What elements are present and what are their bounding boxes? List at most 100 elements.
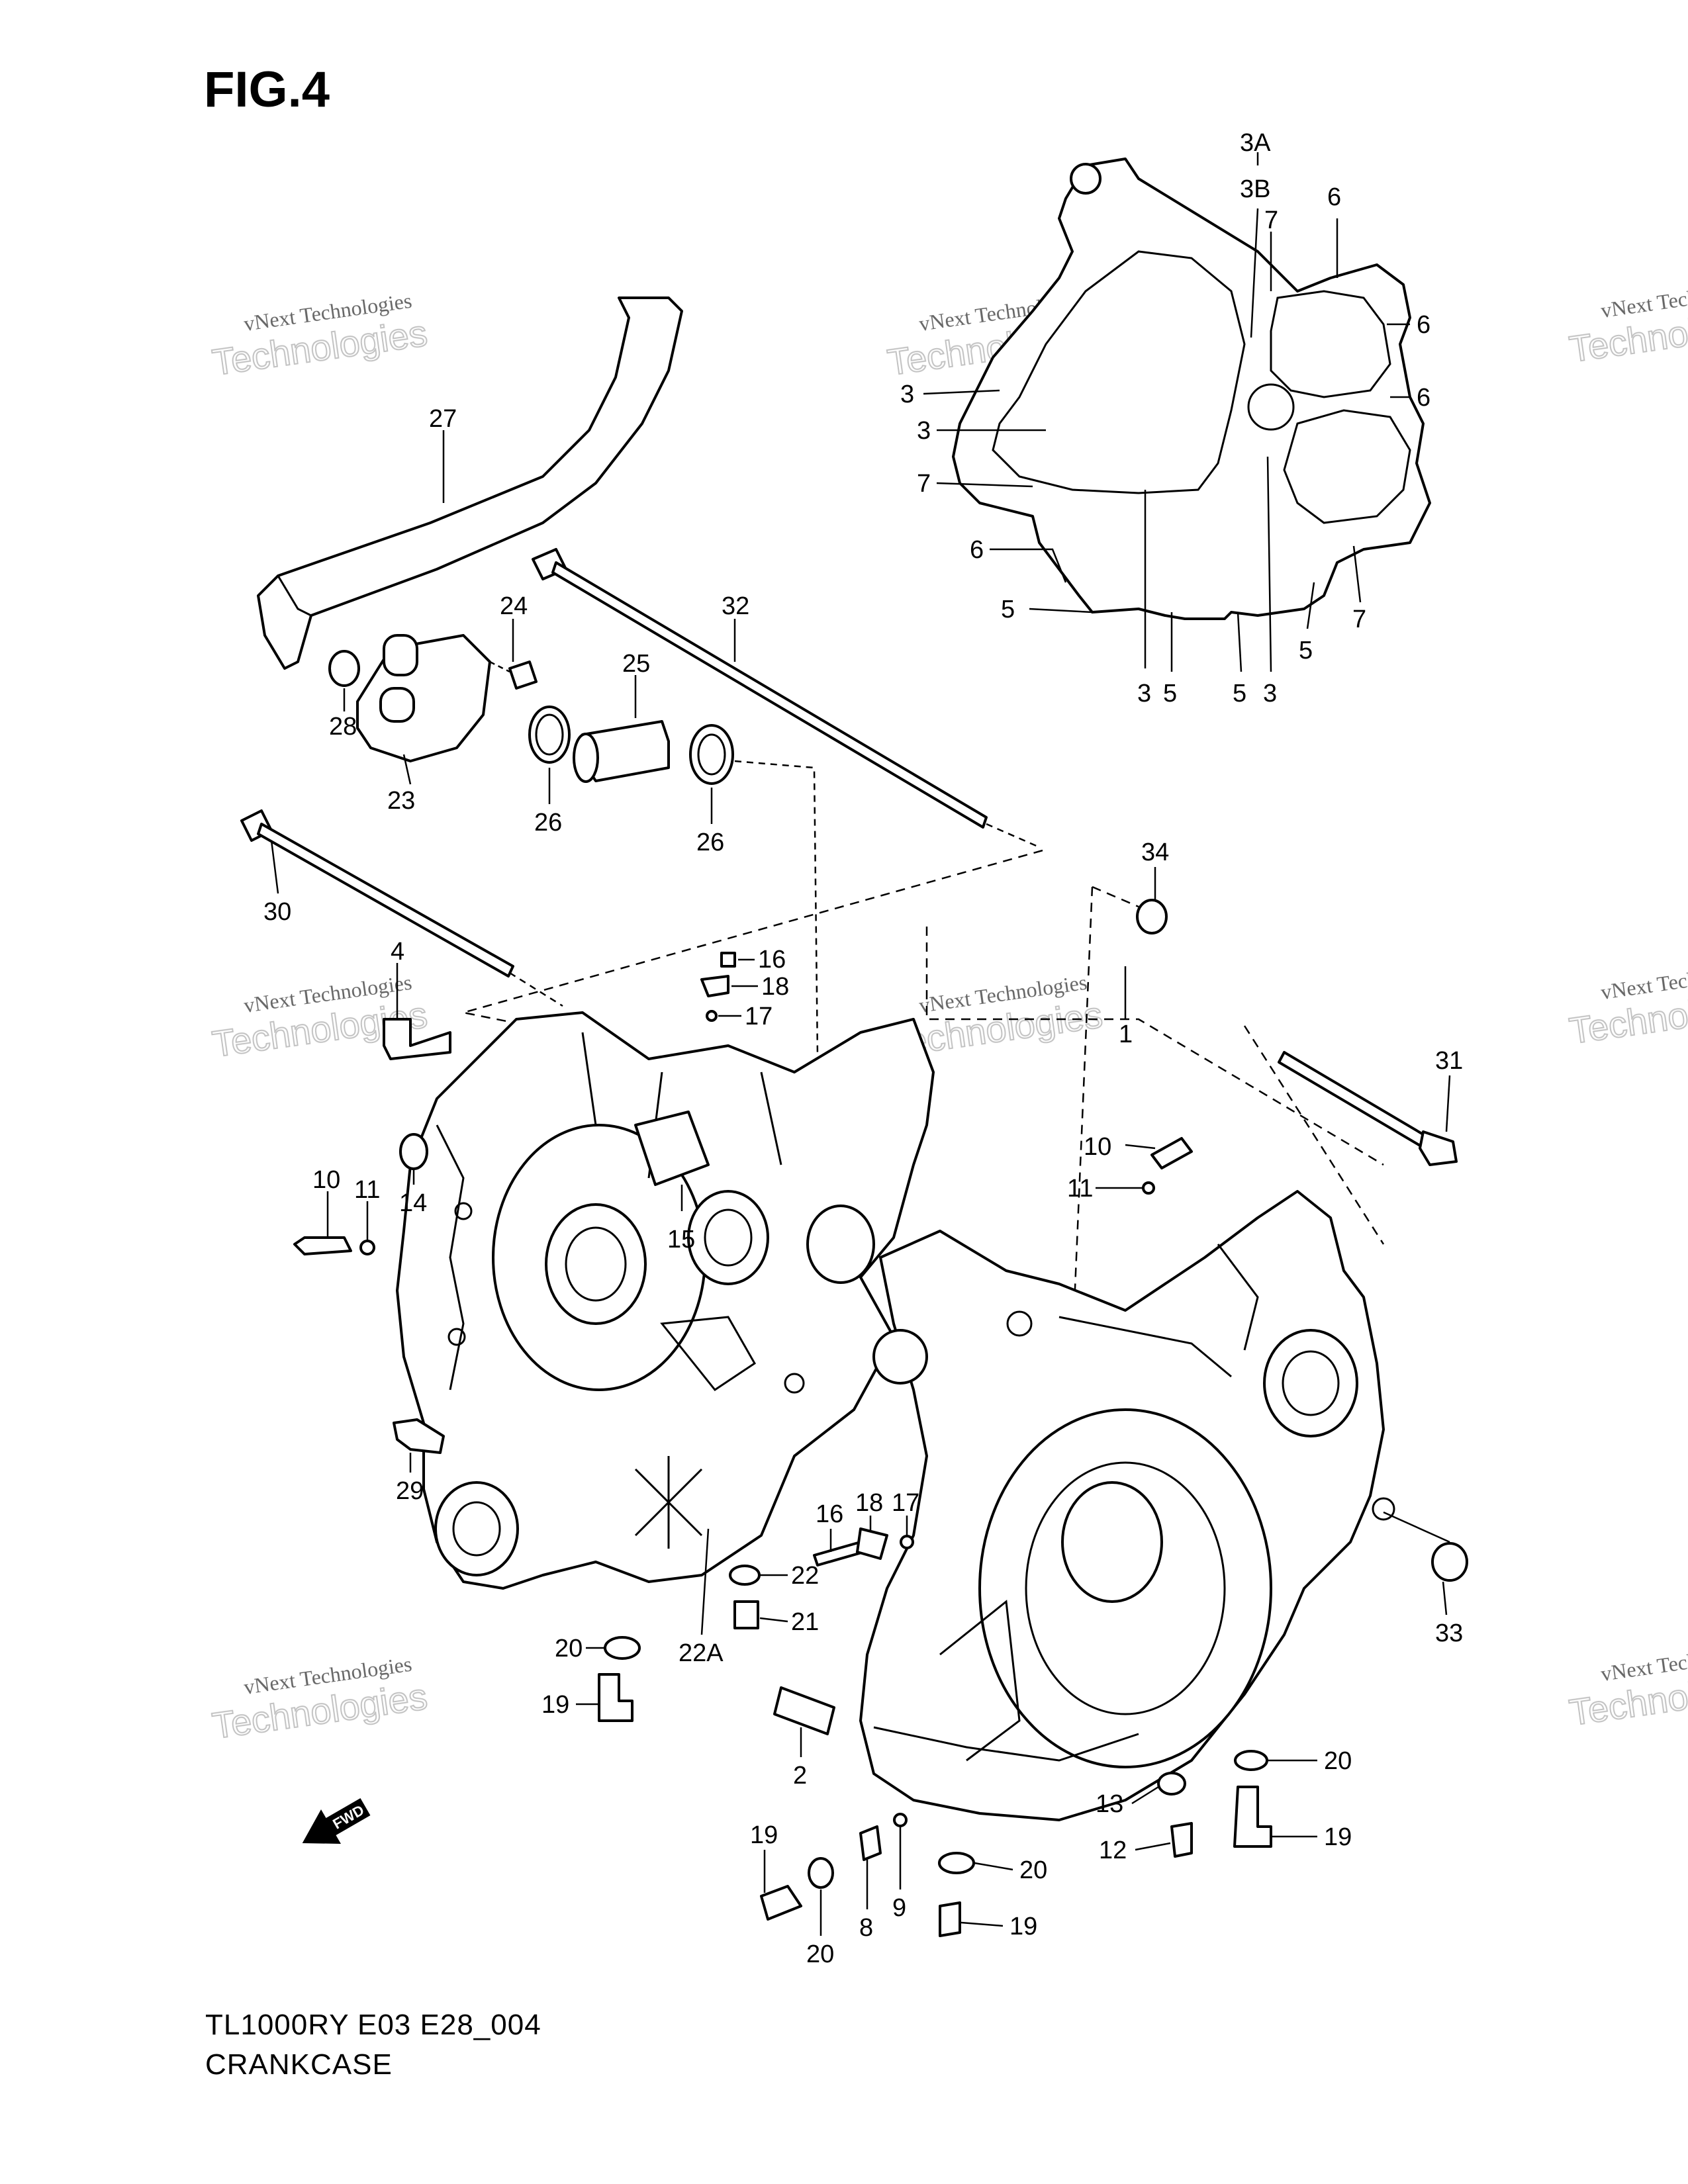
callout-3: 3: [1263, 680, 1277, 707]
plug-29: [393, 1418, 445, 1454]
screw-16a: [720, 952, 736, 968]
callout-20: 20: [1019, 1856, 1047, 1884]
callout-20: 20: [555, 1635, 583, 1662]
hose-clamp-26b: [689, 724, 822, 1344]
callout-3B: 3B: [1240, 175, 1270, 203]
washer-20c: [808, 1857, 834, 1889]
callout-20: 20: [806, 1940, 834, 1968]
callout-6: 6: [1327, 183, 1341, 211]
callout-3: 3: [900, 381, 914, 408]
bolt-24: [508, 660, 538, 690]
o-ring-28: [328, 650, 360, 687]
nut-34: [1136, 899, 1168, 934]
washer-11a: [359, 1240, 375, 1255]
clamp-18a: [700, 975, 729, 997]
callout-5: 5: [1163, 680, 1177, 707]
watermark: vNext Technologies Technologies: [1566, 1639, 1688, 1734]
callout-13: 13: [1096, 1790, 1123, 1818]
plate-15: [634, 1111, 710, 1186]
callout-7: 7: [917, 470, 931, 498]
callout-16: 16: [816, 1500, 843, 1528]
washer-22: [729, 1565, 761, 1586]
callout-3: 3: [917, 417, 931, 445]
callout-1: 1: [1119, 1021, 1133, 1048]
screw-16b: [813, 1541, 865, 1567]
hose-clamp-26a: [528, 705, 571, 764]
callout-12: 12: [1099, 1837, 1127, 1864]
breather-cover-23: [328, 634, 538, 762]
plug-21: [733, 1600, 759, 1629]
watermark: vNext Technologies Technologies: [1566, 957, 1688, 1052]
callout-26: 26: [534, 809, 562, 837]
breather-hose-27: [257, 296, 683, 670]
crankcase-bolt-31: [1278, 1051, 1458, 1166]
callout-34: 34: [1141, 839, 1169, 866]
callout-28: 28: [329, 713, 357, 741]
oil-pressure-switch-10a: [293, 1236, 352, 1255]
callout-21: 21: [791, 1608, 819, 1636]
callout-6: 6: [1417, 311, 1430, 339]
washer-20b: [1234, 1750, 1268, 1771]
callout-6: 6: [970, 536, 984, 564]
callout-11: 11: [1067, 1175, 1093, 1203]
jet-8: [859, 1825, 882, 1861]
callout-3: 3: [1137, 680, 1151, 707]
callout-22A: 22A: [679, 1639, 724, 1667]
bolt-19d: [939, 1901, 961, 1937]
callout-9: 9: [892, 1894, 906, 1922]
forward-direction-arrow: FWD: [302, 1798, 371, 1844]
callout-27: 27: [429, 405, 457, 433]
clamp-18b: [856, 1527, 888, 1560]
callout-17: 17: [892, 1489, 919, 1517]
washer-11b: [1142, 1181, 1155, 1195]
figure-title: FIG.4: [204, 62, 330, 118]
nut-33: [1431, 1542, 1468, 1582]
crankcase-right-half: [859, 1190, 1395, 1821]
model-code: TL1000RY E03 E28_004: [205, 2009, 541, 2041]
callout-23: 23: [387, 787, 415, 815]
callout-8: 8: [859, 1914, 873, 1942]
bolt-19a: [598, 1673, 633, 1722]
callout-20: 20: [1324, 1747, 1352, 1775]
watermark: vNext Technologies Technologies: [209, 1652, 430, 1747]
callout-4: 4: [391, 938, 404, 966]
washer-17b: [900, 1535, 914, 1549]
washer-20d: [938, 1852, 975, 1874]
callout-25: 25: [622, 650, 650, 678]
callout-6: 6: [1417, 384, 1430, 412]
callout-15: 15: [667, 1226, 695, 1253]
bolt-19b: [1233, 1786, 1272, 1848]
crankcase-gasket: [952, 158, 1431, 620]
callout-19: 19: [541, 1691, 569, 1719]
watermark: vNext Technologies Technologies: [209, 289, 430, 384]
bolt-4: [383, 1018, 451, 1060]
callout-5: 5: [1001, 596, 1015, 623]
callout-19: 19: [1324, 1823, 1352, 1851]
hose-25: [573, 720, 670, 783]
small-parts: [293, 899, 1468, 1937]
callout-5: 5: [1299, 637, 1313, 664]
callout-11: 11: [354, 1176, 380, 1204]
washer-17a: [706, 1010, 718, 1022]
callout-18: 18: [761, 973, 789, 1001]
leader-lines: [270, 152, 1451, 1936]
callout-10: 10: [312, 1166, 340, 1194]
callout-7: 7: [1264, 206, 1278, 234]
callout-24: 24: [500, 592, 528, 620]
callout-22: 22: [791, 1562, 819, 1590]
dowel-2-top: [872, 1329, 928, 1385]
callout-14: 14: [399, 1189, 427, 1217]
washer-20a: [604, 1636, 641, 1660]
callout-26: 26: [696, 829, 724, 856]
callout-10: 10: [1084, 1133, 1111, 1161]
crankcase-bolt-30: [240, 809, 563, 1007]
callout-33: 33: [1435, 1619, 1463, 1647]
crankcase-bolt-32: [532, 548, 1040, 848]
callout-19: 19: [1009, 1913, 1037, 1940]
watermark: vNext Technologies Technologies: [1566, 275, 1688, 371]
callout-2: 2: [793, 1762, 807, 1790]
plug-12: [1170, 1822, 1193, 1858]
gasket-14: [399, 1133, 428, 1170]
callout-7: 7: [1352, 606, 1366, 633]
